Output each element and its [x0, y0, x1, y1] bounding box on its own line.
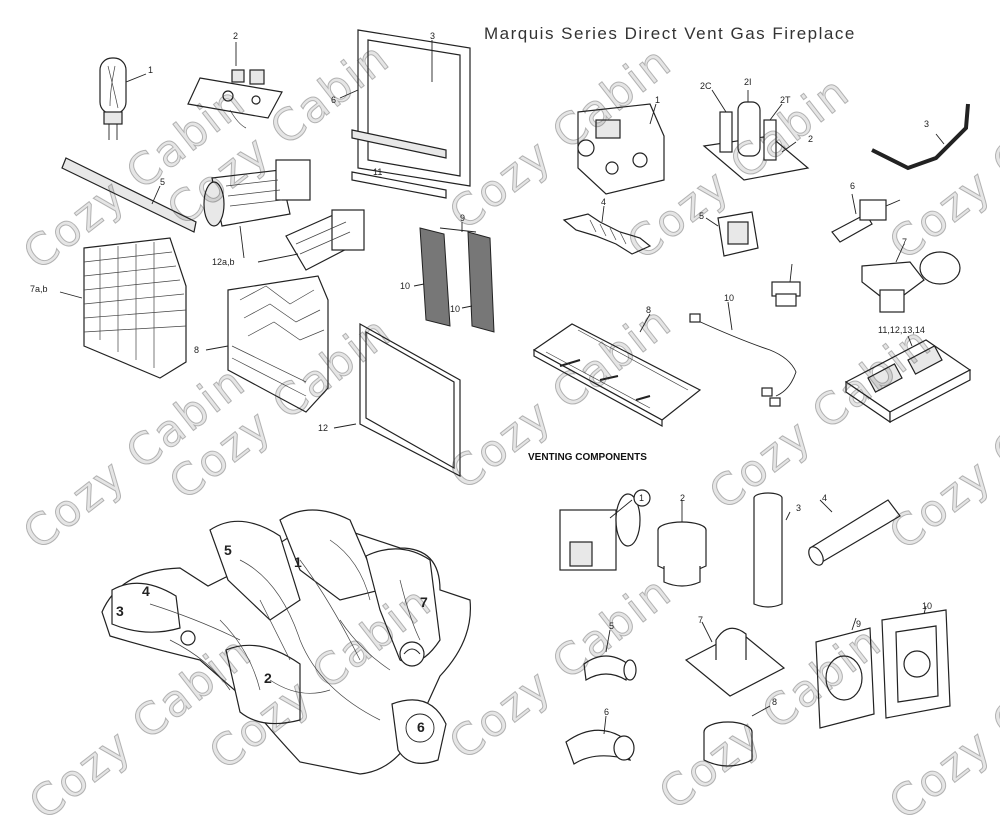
callout-orifice: 6 — [850, 181, 856, 191]
callout-valve: 1 — [655, 95, 661, 105]
callout-gasket: 5 — [160, 177, 166, 187]
bracket-part — [187, 42, 283, 129]
callout-panels: 7a,b — [30, 284, 48, 294]
callout-elbow: 7 — [902, 237, 908, 247]
callout-wall-plate: 9 — [856, 619, 862, 629]
screen-part — [333, 322, 461, 477]
callout-remote: 11,12,13,14 — [878, 325, 925, 335]
callout-log-1: 1 — [294, 554, 302, 570]
callout-frame-left: 6 — [331, 95, 337, 105]
callout-bracket: 2 — [233, 31, 239, 41]
gasket-part — [61, 157, 197, 233]
callout-log-2: 2 — [264, 670, 272, 686]
log-set-part — [101, 509, 472, 775]
elbow-part — [861, 243, 961, 313]
glass-door-part — [339, 29, 471, 187]
wire-part — [689, 301, 797, 407]
callout-log-4: 4 — [142, 583, 150, 599]
adapter-part — [657, 500, 707, 587]
venting-heading: VENTING COMPONENTS — [528, 452, 647, 463]
callout-flashing: 7 — [698, 615, 704, 625]
parts-diagram: Marquis Series Direct Vent Gas Fireplace… — [14, 24, 1000, 830]
callout-wire: 10 — [724, 293, 735, 303]
switch-part — [705, 211, 759, 257]
flashing-part — [684, 621, 786, 697]
diagram-drawing — [59, 29, 972, 775]
callout-straight-pipe: 3 — [796, 503, 802, 513]
callout-elbow90: 6 — [604, 707, 610, 717]
rod-part — [871, 103, 970, 171]
fitting-part — [771, 263, 801, 307]
pipe-part — [808, 499, 901, 566]
callout-flex-line: 4 — [601, 197, 607, 207]
callout-embers: 9 — [460, 213, 466, 223]
callout-adapter: 2 — [680, 493, 686, 503]
refractory-part — [205, 275, 329, 413]
callout-pipe: 4 — [822, 493, 828, 503]
elbow90-part — [565, 715, 635, 765]
orifice-part — [831, 193, 901, 243]
bottom-strip-part — [351, 129, 447, 159]
burner-part — [532, 313, 702, 428]
callout-pilot: 2 — [808, 134, 814, 144]
remote-part — [844, 335, 972, 424]
callout-blower: 12a,b — [212, 257, 235, 267]
callout-log-6: 6 — [417, 719, 425, 735]
callout-pilot-2t: 2T — [780, 95, 791, 105]
callout-ember-left: 10 — [400, 281, 411, 291]
bulb-part — [99, 57, 147, 140]
straight-pipe-part — [753, 492, 791, 608]
callout-rod: 3 — [924, 119, 930, 129]
callout-log-7: 7 — [420, 594, 428, 610]
elbow45-part — [583, 629, 637, 681]
flex-line-part — [562, 205, 652, 255]
callout-log-5: 5 — [224, 542, 232, 558]
callout-refractory: 8 — [194, 345, 200, 355]
brick-panels-part — [59, 237, 187, 379]
ember-mats-part — [413, 222, 495, 333]
callout-term-cap: 1 — [639, 493, 645, 503]
collar-part — [703, 705, 771, 767]
callout-collar: 8 — [772, 697, 778, 707]
callout-switch: 5 — [699, 211, 705, 221]
term-cap-part — [559, 489, 651, 571]
firestop-part — [881, 605, 951, 719]
callout-frame-bottom: 11 — [373, 167, 383, 177]
blower-part — [203, 159, 365, 271]
gas-valve-part — [577, 103, 665, 195]
callout-glass-door: 3 — [430, 31, 436, 41]
wall-plate-part — [815, 617, 875, 729]
callout-pilot-2i: 2I — [744, 77, 752, 87]
callout-firestop: 10 — [922, 601, 933, 611]
callout-bulb: 1 — [148, 65, 154, 75]
callout-pilot-2c: 2C — [700, 81, 712, 91]
callout-log-3: 3 — [116, 603, 124, 619]
pilot-assembly-part — [702, 89, 810, 181]
callout-screen: 12 — [318, 423, 329, 433]
page-title: Marquis Series Direct Vent Gas Fireplace — [484, 24, 856, 43]
callout-ember-right: 10 — [450, 304, 461, 314]
callout-burner: 8 — [646, 305, 652, 315]
callout-elbow45: 5 — [609, 621, 615, 631]
